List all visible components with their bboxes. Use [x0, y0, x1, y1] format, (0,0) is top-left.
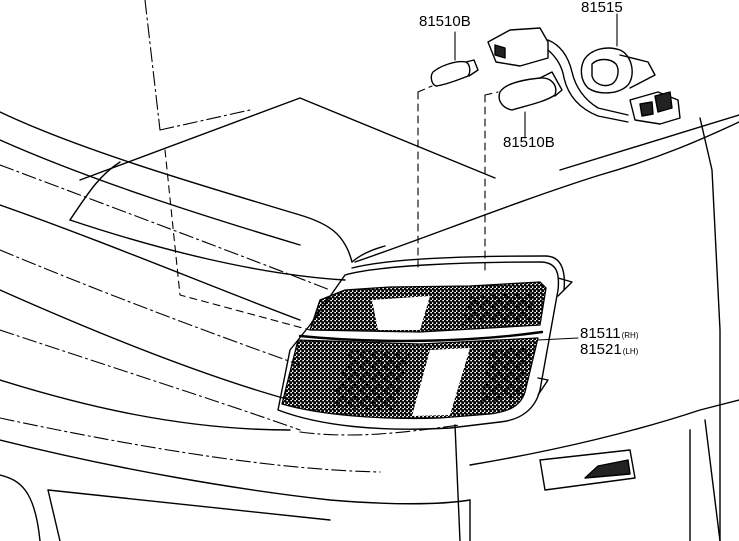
bulb-upper — [430, 59, 479, 87]
body-panel-lines — [0, 97, 739, 541]
side-lh: (LH) — [622, 347, 639, 356]
side-rh: (RH) — [621, 331, 639, 340]
callout-81510B-upper: 81510B — [419, 13, 471, 30]
lens-lower — [281, 330, 544, 420]
callout-81521-lh: 81521(LH) — [580, 342, 638, 357]
phantom-lines — [0, 0, 461, 473]
leader-lines — [454, 13, 618, 341]
callout-81515: 81515 — [581, 0, 623, 16]
lamp-housing — [277, 255, 573, 430]
part-number-rh: 81511 — [580, 325, 621, 342]
assembly-guides — [164, 85, 499, 331]
lens-upper — [309, 281, 547, 333]
part-number-lh: 81521 — [580, 341, 622, 358]
bulb-lower — [498, 71, 563, 111]
callout-81510B-lower: 81510B — [503, 134, 555, 151]
socket-wire — [487, 27, 681, 125]
callout-81511-rh: 81511(RH) — [580, 326, 639, 341]
